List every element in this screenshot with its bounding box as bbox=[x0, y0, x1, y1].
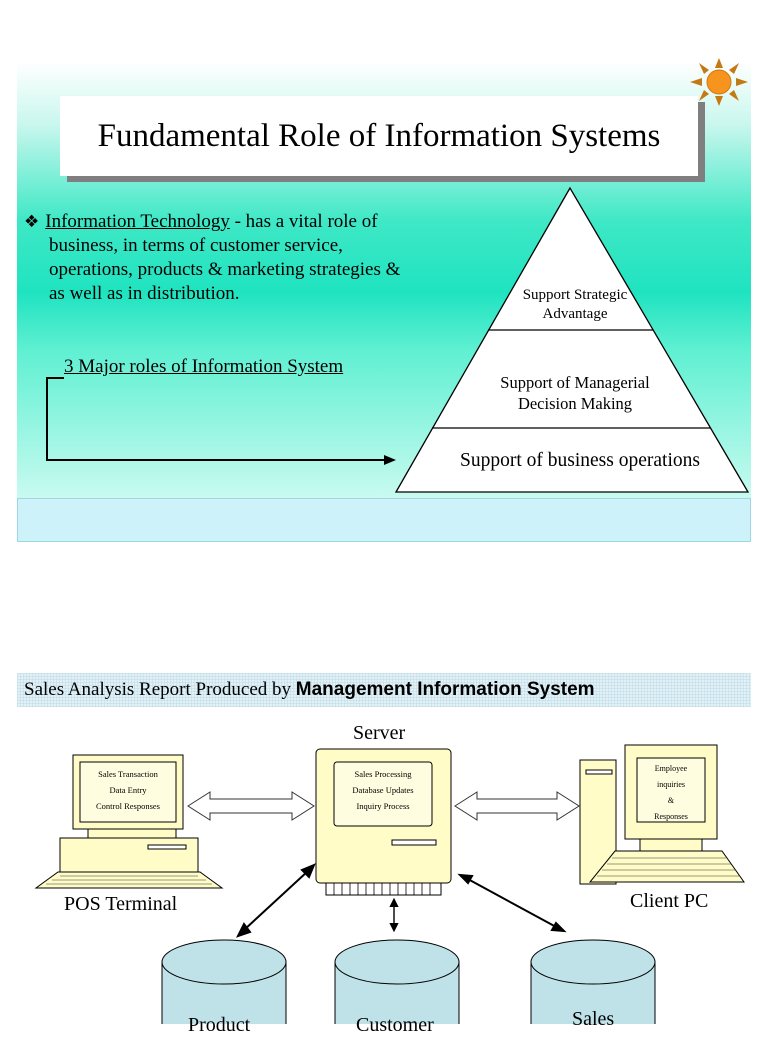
server-client-double-arrow bbox=[454, 791, 580, 821]
client-screen-line: Employee bbox=[654, 764, 688, 773]
server-screen-line: Database Updates bbox=[352, 785, 414, 795]
roles-label: 3 Major roles of Information System bbox=[64, 356, 344, 377]
slide-1-footer-bar bbox=[17, 498, 751, 542]
customer-database-label: Customer bbox=[356, 1014, 434, 1036]
pos-screen-text: Sales Transaction Data Entry Control Res… bbox=[80, 766, 176, 814]
slide-1-title-text: Fundamental Role of Information Systems bbox=[97, 117, 661, 154]
pos-server-double-arrow bbox=[187, 791, 315, 821]
client-screen-text: Employee inquiries & Responses bbox=[638, 761, 704, 825]
slide-2-header-bar bbox=[17, 673, 751, 707]
pyramid-middle-line-1: Support of Managerial bbox=[500, 373, 650, 392]
server-label: Server bbox=[353, 722, 406, 744]
slide-1-title: Fundamental Role of Information Systems bbox=[60, 96, 698, 176]
client-screen-line: inquiries bbox=[657, 780, 685, 789]
pyramid-middle-label: Support of Managerial Decision Making bbox=[470, 372, 680, 414]
product-database-label: Product bbox=[188, 1014, 251, 1036]
pyramid-top-label: Support Strategic Advantage bbox=[500, 286, 650, 324]
diamond-bullet-icon: ❖ bbox=[24, 212, 40, 232]
slide-2-title-prefix: Sales Analysis Report Produced by bbox=[24, 679, 296, 700]
sales-database-label: Sales bbox=[572, 1008, 615, 1030]
roles-pyramid bbox=[394, 186, 750, 493]
client-screen-line: Responses bbox=[654, 812, 688, 821]
slide-2-title-bold: Management Information System bbox=[295, 679, 595, 700]
pos-screen-line: Control Responses bbox=[96, 801, 160, 811]
bullet-paragraph: ❖Information Technology - has a vital ro… bbox=[24, 210, 464, 306]
server-database-arrows bbox=[236, 863, 567, 938]
slide-2-title: Sales Analysis Report Produced by Manage… bbox=[24, 679, 595, 701]
server-screen-line: Inquiry Process bbox=[356, 801, 410, 811]
bullet-line-2: business, in terms of customer service, bbox=[49, 235, 343, 256]
customer-database-icon bbox=[334, 939, 460, 1024]
client-pc-label: Client PC bbox=[630, 890, 709, 912]
pyramid-bottom-label: Support of business operations bbox=[460, 450, 700, 471]
server-screen-line: Sales Processing bbox=[354, 769, 412, 779]
pos-screen-line: Data Entry bbox=[109, 785, 147, 795]
bullet-line-1: - has a vital role of bbox=[229, 211, 378, 232]
bullet-term: Information Technology bbox=[45, 211, 230, 232]
bullet-line-4: as well as in distribution. bbox=[49, 283, 240, 304]
pyramid-middle-line-2: Decision Making bbox=[517, 394, 633, 413]
pos-screen-line: Sales Transaction bbox=[98, 769, 158, 779]
pyramid-top-line-2: Advantage bbox=[542, 306, 608, 322]
pos-terminal-label: POS Terminal bbox=[64, 893, 178, 915]
sun-icon bbox=[690, 58, 748, 106]
server-screen-text: Sales Processing Database Updates Inquir… bbox=[336, 766, 430, 814]
product-database-icon bbox=[161, 939, 287, 1024]
client-screen-line: & bbox=[667, 796, 675, 805]
pyramid-top-line-1: Support Strategic bbox=[522, 287, 628, 303]
roles-connector-arrow bbox=[46, 377, 396, 465]
bullet-line-3: operations, products & marketing strateg… bbox=[49, 259, 401, 280]
